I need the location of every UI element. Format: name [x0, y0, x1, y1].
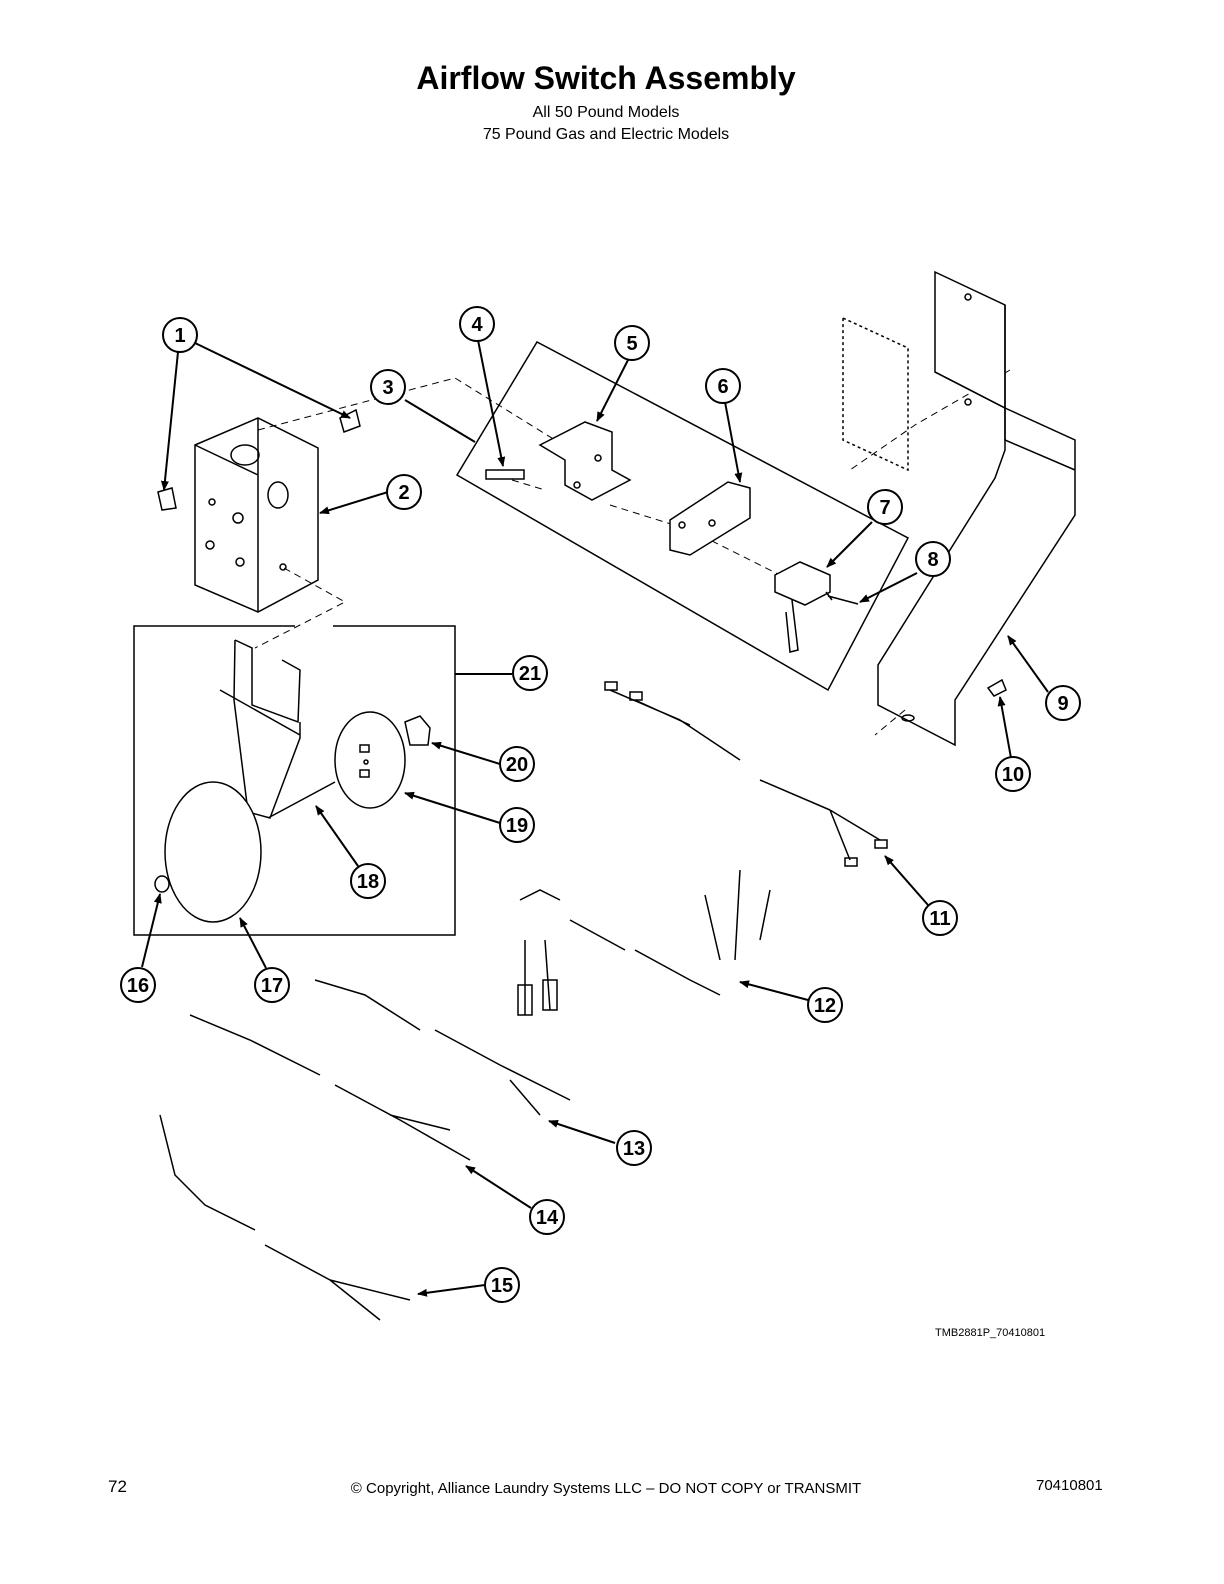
callout-5: 5: [614, 325, 650, 361]
callout-13-label: 13: [623, 1138, 645, 1160]
document-number: 70410801: [1036, 1477, 1103, 1494]
callout-9-label: 9: [1057, 693, 1068, 715]
small-disc-part: [334, 711, 406, 809]
callout-19-label: 19: [506, 815, 528, 837]
callout-10: 10: [995, 756, 1031, 792]
callout-1-label: 1: [174, 325, 185, 347]
callout-18: 18: [350, 863, 386, 899]
wire-harness-15-part: [159, 1114, 411, 1321]
callout-15-label: 15: [491, 1275, 513, 1297]
callout-20-label: 20: [506, 754, 528, 776]
callout-2: 2: [386, 474, 422, 510]
page-title: Airflow Switch Assembly: [416, 60, 796, 96]
callout-9: 9: [1045, 685, 1081, 721]
mounting-bracket-part: [538, 421, 632, 501]
copyright-notice: © Copyright, Alliance Laundry Systems LL…: [350, 1480, 862, 1497]
spacer-part: [485, 469, 525, 480]
callout-2-label: 2: [398, 482, 409, 504]
callout-11: 11: [922, 900, 958, 936]
callout-4: 4: [459, 306, 495, 342]
page-number: 72: [108, 1477, 127, 1496]
callout-group: 1 2 3 4 5 6 7 8 9 10 11 12 13 14 15 16 1…: [120, 306, 1081, 1303]
callout-21: 21: [512, 655, 548, 691]
callout-8-label: 8: [927, 549, 938, 571]
callout-14-label: 14: [536, 1207, 559, 1229]
callout-18-label: 18: [357, 871, 379, 893]
callout-12-label: 12: [814, 995, 836, 1017]
drawing-code: TMB2881P_70410801: [935, 1327, 1046, 1339]
switch-bracket-inset-frame: [455, 341, 910, 692]
screw-part: [825, 591, 859, 605]
callout-6: 6: [705, 368, 741, 404]
callout-3: 3: [370, 369, 406, 405]
wire-harness-13-part: [314, 979, 571, 1116]
callout-8: 8: [915, 541, 951, 577]
microswitch-part: [774, 561, 831, 653]
callout-7: 7: [867, 489, 903, 525]
callout-5-label: 5: [626, 333, 637, 355]
callout-19: 19: [499, 807, 535, 843]
wire-harness-14-part: [189, 1014, 471, 1161]
callout-7-label: 7: [879, 497, 890, 519]
callout-10-label: 10: [1002, 764, 1024, 786]
callout-15: 15: [484, 1267, 520, 1303]
subtitle-line-1: All 50 Pound Models: [532, 104, 680, 121]
callout-6-label: 6: [717, 376, 728, 398]
switch-box-part: [194, 417, 319, 613]
screw-10-part: [986, 678, 1007, 697]
wire-harness-12-part: [517, 869, 771, 1016]
subtitle-line-2: 75 Pound Gas and Electric Models: [482, 126, 730, 143]
large-disc-part: [164, 781, 262, 923]
callout-16: 16: [120, 967, 156, 1003]
callout-21-label: 21: [519, 663, 541, 685]
callout-1: 1: [162, 317, 198, 353]
callout-17: 17: [254, 967, 290, 1003]
callout-3-label: 3: [382, 377, 393, 399]
callout-4-label: 4: [471, 314, 483, 336]
switch-mount-bracket-part: [842, 270, 1076, 747]
clip-part: [404, 715, 431, 746]
callout-11-label: 11: [929, 908, 950, 930]
washer-part: [154, 875, 170, 893]
kit-frame: [133, 625, 456, 936]
wire-harness-11-part: [604, 681, 888, 867]
callout-20: 20: [499, 746, 535, 782]
callout-13: 13: [616, 1130, 652, 1166]
callout-14: 14: [529, 1199, 565, 1235]
wire-paddle-part: [219, 639, 336, 819]
callout-17-label: 17: [261, 975, 283, 997]
callout-16-label: 16: [127, 975, 149, 997]
callout-12: 12: [807, 987, 843, 1023]
actuator-plate-part: [669, 481, 751, 556]
